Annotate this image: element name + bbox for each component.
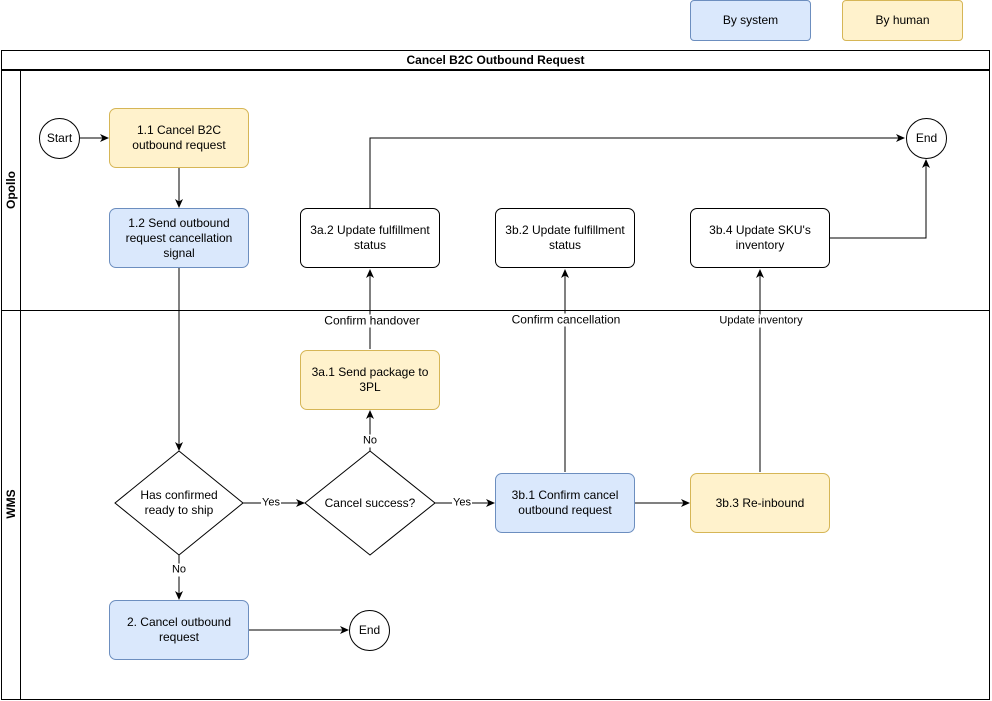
start-node: Start (39, 118, 80, 159)
step-2-cancel-outbound: 2. Cancel outbound request (109, 600, 249, 660)
step-3b-3-re-inbound: 3b.3 Re-inbound (690, 473, 830, 533)
step-3a-1-send-package: 3a.1 Send package to 3PL (300, 350, 440, 410)
edge-label-yes-cancel: Yes (452, 496, 472, 510)
end-node-top: End (906, 118, 947, 159)
step-1-1-cancel-b2c: 1.1 Cancel B2C outbound request (109, 108, 249, 168)
decision-cancel-success: Cancel success? (324, 495, 416, 510)
edge-label-confirm-handover: Confirm handover (323, 313, 421, 328)
step-3a-2-update-status: 3a.2 Update fulfillment status (300, 208, 440, 268)
pool-frame (1, 50, 990, 700)
lane-label-wms: WMS (4, 489, 18, 519)
end-node-bottom: End (349, 610, 390, 651)
edge-label-yes-ready: Yes (261, 496, 281, 510)
edge-label-no-ready: No (170, 563, 188, 577)
step-1-2-send-signal: 1.2 Send outbound request cancellation s… (109, 208, 249, 268)
edge-3a2-to-end (369, 134, 905, 208)
step-3b-1-confirm-cancel: 3b.1 Confirm cancel outbound request (495, 473, 635, 533)
step-3b-4-update-inventory: 3b.4 Update SKU's inventory (690, 208, 830, 268)
step-3b-2-update-status: 3b.2 Update fulfillment status (495, 208, 635, 268)
edge-label-no-cancel: No (361, 434, 379, 448)
edge-label-update-inventory: Update inventory (718, 314, 804, 328)
decision-ready-to-ship: Has confirmed ready to ship (140, 488, 218, 517)
legend-by-human: By human (842, 0, 963, 41)
edge-3b4-to-end (830, 159, 930, 239)
edge-label-confirm-cancellation: Confirm cancellation (510, 312, 622, 327)
decision-cancel-shape (304, 450, 436, 556)
legend-by-system: By system (690, 0, 811, 41)
lane-label-opollo: Opollo (4, 171, 18, 209)
